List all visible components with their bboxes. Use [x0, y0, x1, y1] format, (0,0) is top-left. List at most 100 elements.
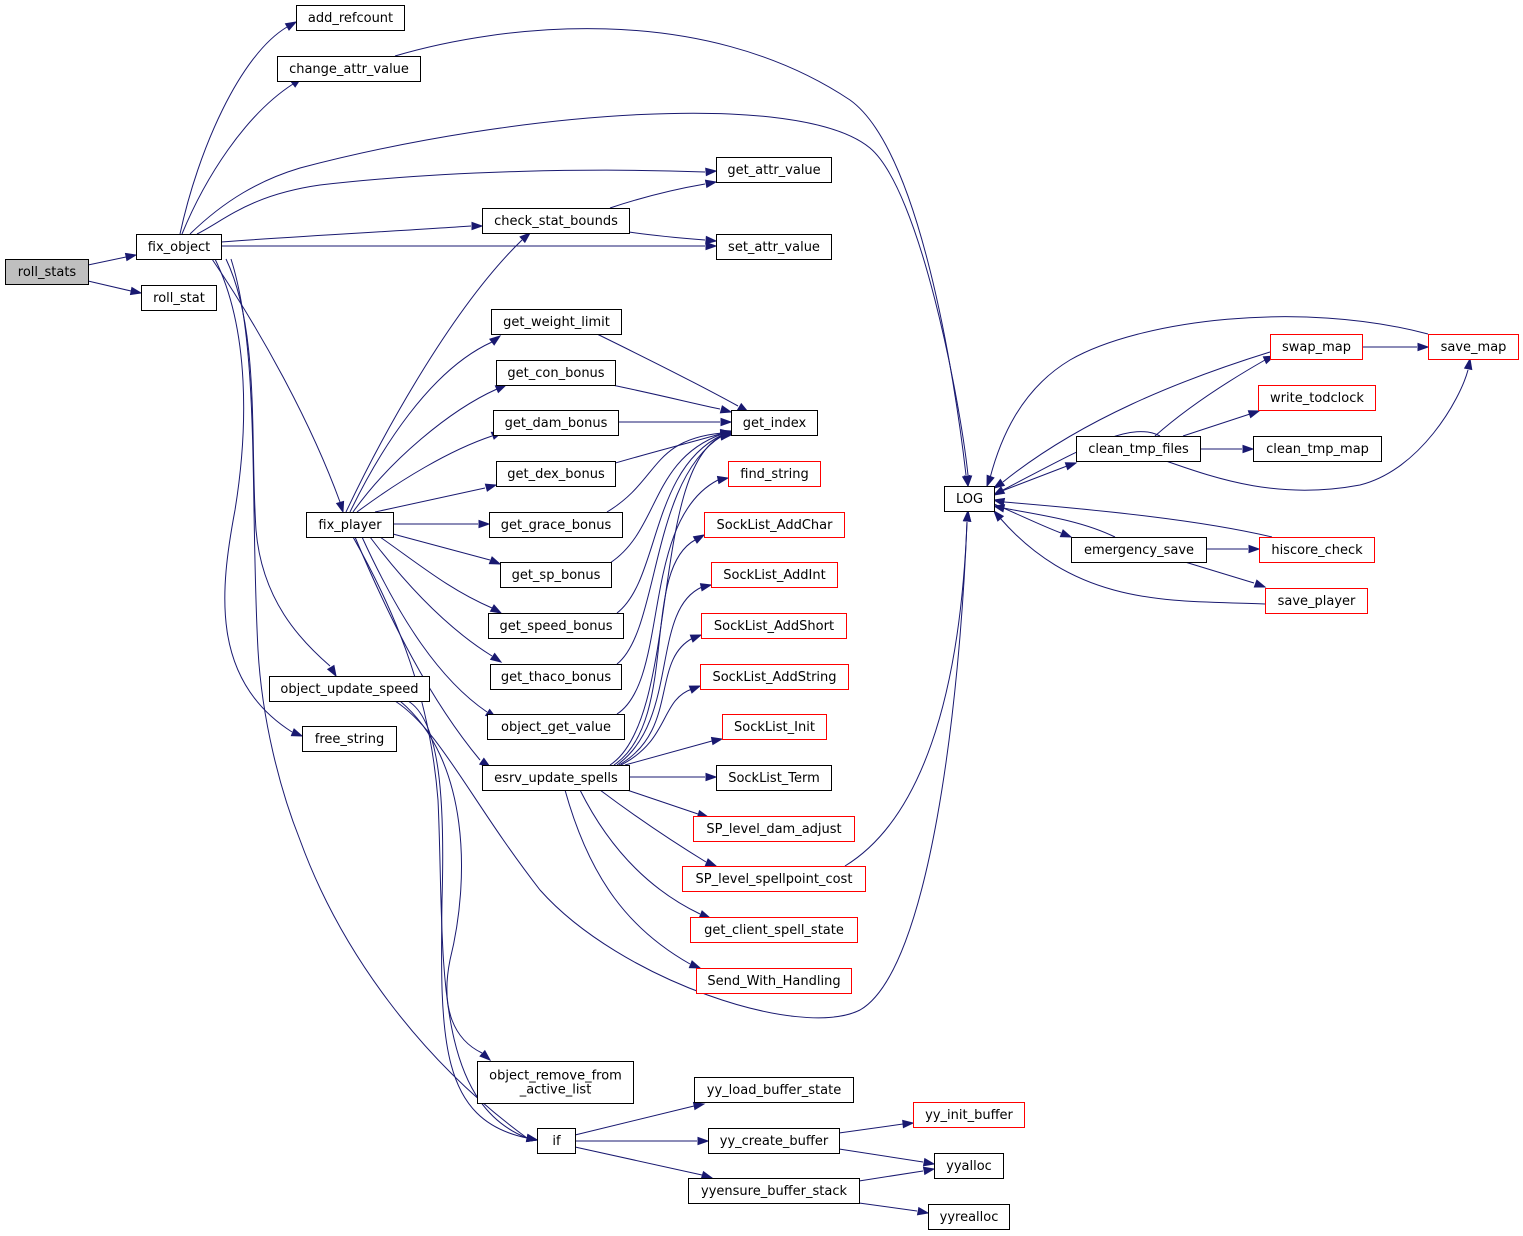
- node-box[interactable]: [496, 461, 616, 487]
- node-get_dex_bonus[interactable]: get_dex_bonus: [496, 461, 616, 487]
- node-box[interactable]: [141, 285, 217, 311]
- node-roll_stats[interactable]: roll_stats: [5, 259, 89, 285]
- node-box[interactable]: [693, 816, 855, 842]
- node-box[interactable]: [728, 461, 821, 487]
- node-SockList_AddShort[interactable]: SockList_AddShort: [701, 613, 847, 639]
- node-get_dam_bonus[interactable]: get_dam_bonus: [493, 410, 619, 436]
- node-get_con_bonus[interactable]: get_con_bonus: [496, 360, 616, 386]
- node-hiscore_check[interactable]: hiscore_check: [1259, 537, 1375, 563]
- node-box[interactable]: [500, 562, 612, 588]
- node-box[interactable]: [1270, 334, 1363, 360]
- node-fix_object[interactable]: fix_object: [136, 234, 222, 260]
- node-box[interactable]: [1071, 537, 1207, 563]
- node-box[interactable]: [1253, 436, 1382, 462]
- node-yyensure_buffer_stack[interactable]: yyensure_buffer_stack: [688, 1178, 860, 1204]
- node-get_thaco_bonus[interactable]: get_thaco_bonus: [490, 664, 622, 690]
- node-add_refcount[interactable]: add_refcount: [296, 5, 405, 31]
- node-yyalloc[interactable]: yyalloc: [934, 1153, 1004, 1179]
- node-box[interactable]: [716, 765, 832, 791]
- node-swap_map[interactable]: swap_map: [1270, 334, 1363, 360]
- node-box[interactable]: [1259, 537, 1375, 563]
- node-box[interactable]: [477, 1061, 634, 1104]
- node-box[interactable]: [496, 360, 616, 386]
- node-change_attr_value[interactable]: change_attr_value: [277, 56, 421, 82]
- node-SockList_AddChar[interactable]: SockList_AddChar: [704, 512, 845, 538]
- node-box[interactable]: [136, 234, 222, 260]
- node-get_speed_bonus[interactable]: get_speed_bonus: [488, 613, 624, 639]
- node-yyrealloc[interactable]: yyrealloc: [928, 1204, 1010, 1230]
- node-box[interactable]: [1258, 385, 1376, 411]
- node-box[interactable]: [700, 664, 849, 690]
- node-box[interactable]: [934, 1153, 1004, 1179]
- node-box[interactable]: [493, 410, 619, 436]
- node-Send_With_Handling[interactable]: Send_With_Handling: [696, 968, 852, 994]
- node-box[interactable]: [1265, 588, 1368, 614]
- node-save_map[interactable]: save_map: [1428, 334, 1519, 360]
- node-get_client_spell_state[interactable]: get_client_spell_state: [690, 917, 858, 943]
- node-object_update_speed[interactable]: object_update_speed: [269, 676, 430, 702]
- node-box[interactable]: [928, 1204, 1010, 1230]
- node-box[interactable]: [489, 512, 623, 538]
- node-roll_stat[interactable]: roll_stat: [141, 285, 217, 311]
- node-emergency_save[interactable]: emergency_save: [1071, 537, 1207, 563]
- node-box[interactable]: [1428, 334, 1519, 360]
- node-object_remove_from_active_list[interactable]: object_remove_from_active_list: [477, 1061, 634, 1104]
- node-box[interactable]: [696, 968, 852, 994]
- node-box[interactable]: [688, 1178, 860, 1204]
- node-box[interactable]: [716, 157, 832, 183]
- node-box[interactable]: [682, 866, 866, 892]
- node-clean_tmp_map[interactable]: clean_tmp_map: [1253, 436, 1382, 462]
- node-box[interactable]: [491, 309, 622, 335]
- node-box[interactable]: [296, 5, 405, 31]
- node-write_todclock[interactable]: write_todclock: [1258, 385, 1376, 411]
- node-SockList_Init[interactable]: SockList_Init: [722, 714, 827, 740]
- node-esrv_update_spells[interactable]: esrv_update_spells: [482, 765, 630, 791]
- node-box[interactable]: [711, 562, 838, 588]
- node-box[interactable]: [302, 726, 397, 752]
- node-LOG[interactable]: LOG: [944, 486, 995, 512]
- node-yy_load_buffer_state[interactable]: yy_load_buffer_state: [694, 1077, 854, 1103]
- node-SP_level_spellpoint_cost[interactable]: SP_level_spellpoint_cost: [682, 866, 866, 892]
- node-box[interactable]: [716, 234, 832, 260]
- node-box[interactable]: [487, 714, 625, 740]
- node-box[interactable]: [482, 765, 630, 791]
- node-yy_create_buffer[interactable]: yy_create_buffer: [708, 1128, 840, 1154]
- node-free_string[interactable]: free_string: [302, 726, 397, 752]
- node-SockList_AddInt[interactable]: SockList_AddInt: [711, 562, 838, 588]
- node-box[interactable]: [306, 512, 394, 538]
- node-box[interactable]: [944, 486, 995, 512]
- node-find_string[interactable]: find_string: [728, 461, 821, 487]
- node-box[interactable]: [490, 664, 622, 690]
- node-box[interactable]: [913, 1102, 1025, 1128]
- node-object_get_value[interactable]: object_get_value: [487, 714, 625, 740]
- node-box[interactable]: [537, 1128, 576, 1154]
- node-if[interactable]: if: [537, 1128, 576, 1154]
- node-box[interactable]: [731, 410, 818, 436]
- node-box[interactable]: [5, 259, 89, 285]
- node-clean_tmp_files[interactable]: clean_tmp_files: [1076, 436, 1201, 462]
- node-SP_level_dam_adjust[interactable]: SP_level_dam_adjust: [693, 816, 855, 842]
- node-yy_init_buffer[interactable]: yy_init_buffer: [913, 1102, 1025, 1128]
- node-box[interactable]: [694, 1077, 854, 1103]
- node-box[interactable]: [690, 917, 858, 943]
- node-box[interactable]: [704, 512, 845, 538]
- node-SockList_AddString[interactable]: SockList_AddString: [700, 664, 849, 690]
- node-get_attr_value[interactable]: get_attr_value: [716, 157, 832, 183]
- node-save_player[interactable]: save_player: [1265, 588, 1368, 614]
- node-box[interactable]: [277, 56, 421, 82]
- node-get_sp_bonus[interactable]: get_sp_bonus: [500, 562, 612, 588]
- node-box[interactable]: [701, 613, 847, 639]
- node-box[interactable]: [708, 1128, 840, 1154]
- node-check_stat_bounds[interactable]: check_stat_bounds: [482, 208, 630, 234]
- node-box[interactable]: [488, 613, 624, 639]
- node-box[interactable]: [269, 676, 430, 702]
- node-box[interactable]: [1076, 436, 1201, 462]
- node-get_grace_bonus[interactable]: get_grace_bonus: [489, 512, 623, 538]
- node-get_index[interactable]: get_index: [731, 410, 818, 436]
- node-box[interactable]: [482, 208, 630, 234]
- node-set_attr_value[interactable]: set_attr_value: [716, 234, 832, 260]
- node-get_weight_limit[interactable]: get_weight_limit: [491, 309, 622, 335]
- node-fix_player[interactable]: fix_player: [306, 512, 394, 538]
- node-SockList_Term[interactable]: SockList_Term: [716, 765, 832, 791]
- node-box[interactable]: [722, 714, 827, 740]
